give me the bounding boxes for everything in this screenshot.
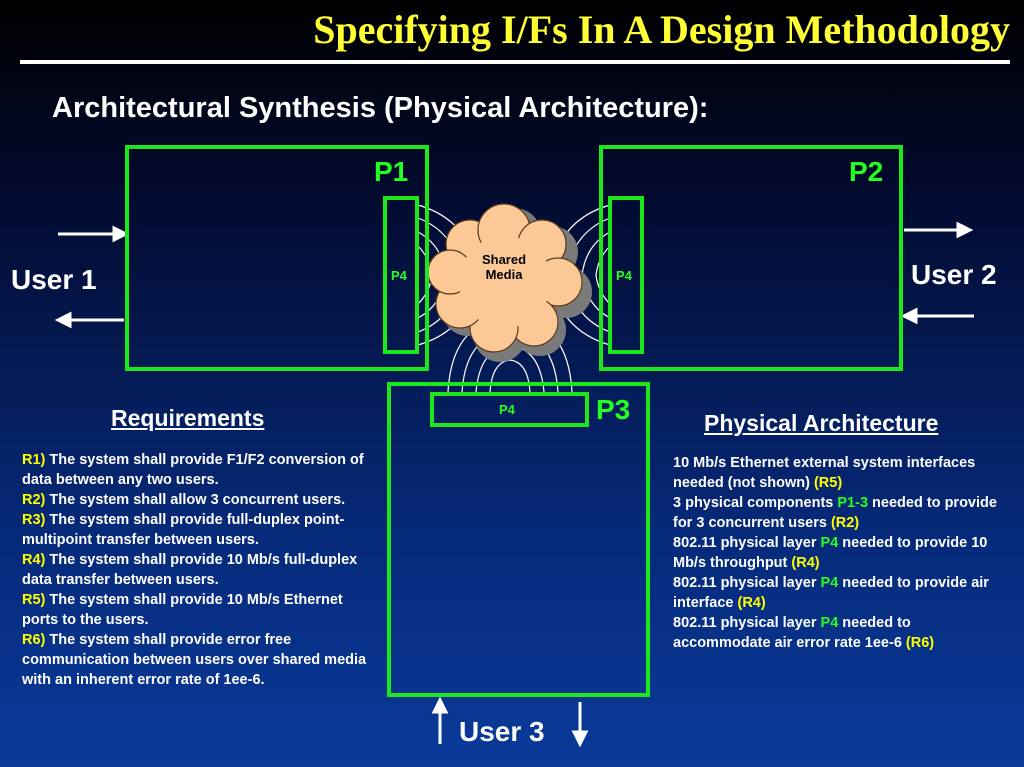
- requirement-item: R6) The system shall provide error free …: [22, 632, 367, 688]
- requirement-item: R4) The system shall provide 10 Mb/s ful…: [22, 552, 358, 588]
- requirement-item: R3) The system shall provide full-duplex…: [22, 512, 345, 548]
- p3-p4-box: [430, 392, 589, 427]
- component-p2-box: [599, 145, 903, 371]
- p3-p4-label: P4: [499, 402, 515, 417]
- p2-p4-box: [608, 196, 644, 354]
- component-p1-box: [125, 145, 429, 371]
- title-divider: [20, 60, 1010, 64]
- user1-arrows: [54, 225, 130, 329]
- p1-p4-label: P4: [391, 268, 407, 283]
- physical-item: 802.11 physical layer P4 needed to provi…: [673, 535, 988, 571]
- shared-media-label: Shared Media: [481, 252, 527, 282]
- slide-title: Specifying I/Fs In A Design Methodology: [313, 7, 1010, 52]
- physical-item: 3 physical components P1-3 needed to pro…: [673, 495, 997, 531]
- user2-label: User 2: [911, 259, 997, 290]
- physical-item: 802.11 physical layer P4 needed to provi…: [673, 575, 989, 611]
- component-p3-label: P3: [596, 394, 631, 425]
- p2-p4-label: P4: [616, 268, 632, 283]
- user3-arrows: [431, 696, 589, 748]
- component-p3-box: [387, 382, 650, 697]
- requirements-heading: Requirements: [111, 405, 265, 431]
- component-p1-label: P1: [374, 156, 409, 187]
- requirement-item: R5) The system shall provide 10 Mb/s Eth…: [22, 592, 343, 628]
- user3-label: User 3: [459, 716, 545, 747]
- requirement-item: R2) The system shall allow 3 concurrent …: [22, 492, 346, 508]
- slide-subtitle: Architectural Synthesis (Physical Archit…: [52, 92, 709, 124]
- cloud-core: [459, 236, 551, 328]
- user1-label: User 1: [11, 264, 97, 295]
- physical-architecture-heading: Physical Architecture: [704, 410, 939, 436]
- physical-item: 10 Mb/s Ethernet external system interfa…: [673, 455, 976, 491]
- user2-arrows: [900, 221, 974, 325]
- p1-p4-box: [383, 196, 419, 354]
- requirement-item: R1) The system shall provide F1/F2 conve…: [22, 452, 364, 488]
- requirements-list: R1) The system shall provide F1/F2 conve…: [22, 450, 374, 690]
- component-p2-label: P2: [849, 156, 884, 187]
- physical-architecture-list: 10 Mb/s Ethernet external system interfa…: [673, 453, 1003, 653]
- physical-item: 802.11 physical layer P4 needed to accom…: [673, 615, 935, 651]
